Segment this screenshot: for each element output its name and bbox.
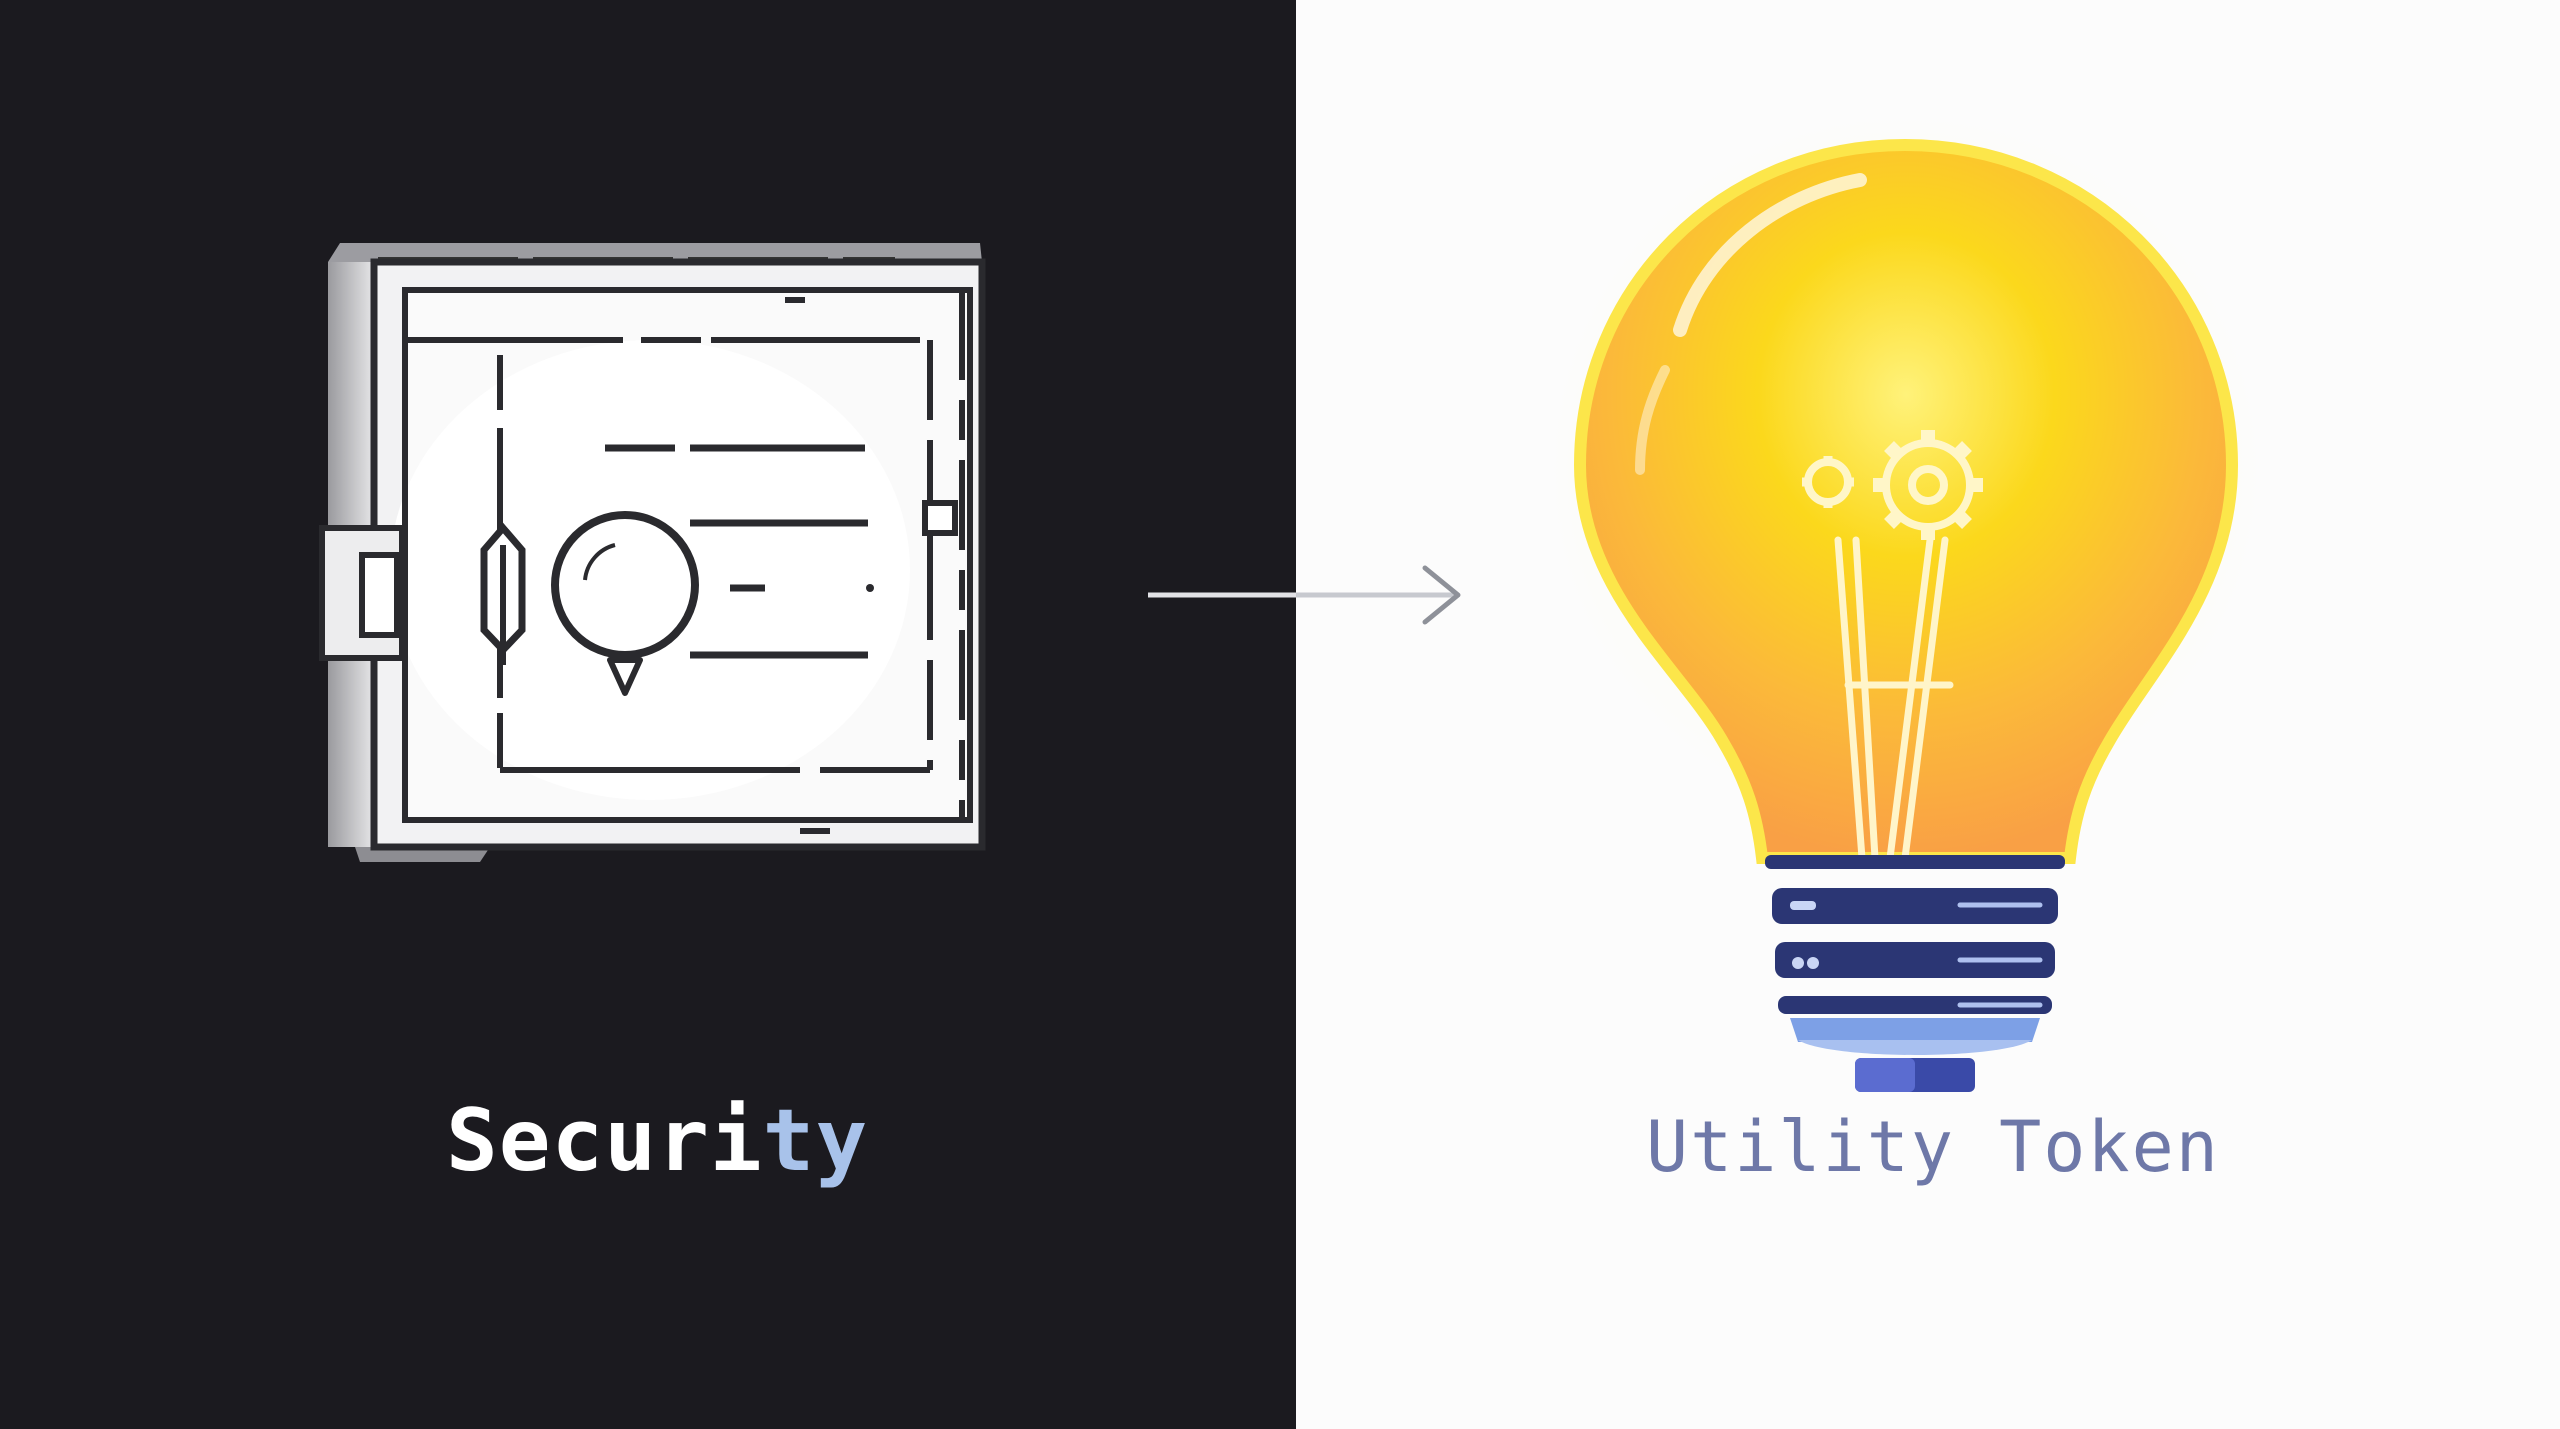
utility-token-label: Utility Token xyxy=(1646,1106,2220,1188)
safe-vault-icon xyxy=(319,243,986,862)
security-label-tail: ty xyxy=(762,1091,869,1191)
arrow-right-icon xyxy=(1148,565,1461,625)
security-label: Security xyxy=(446,1098,868,1184)
lightbulb-gears-icon xyxy=(1545,110,2265,1092)
security-label-main: Securi xyxy=(446,1091,763,1191)
